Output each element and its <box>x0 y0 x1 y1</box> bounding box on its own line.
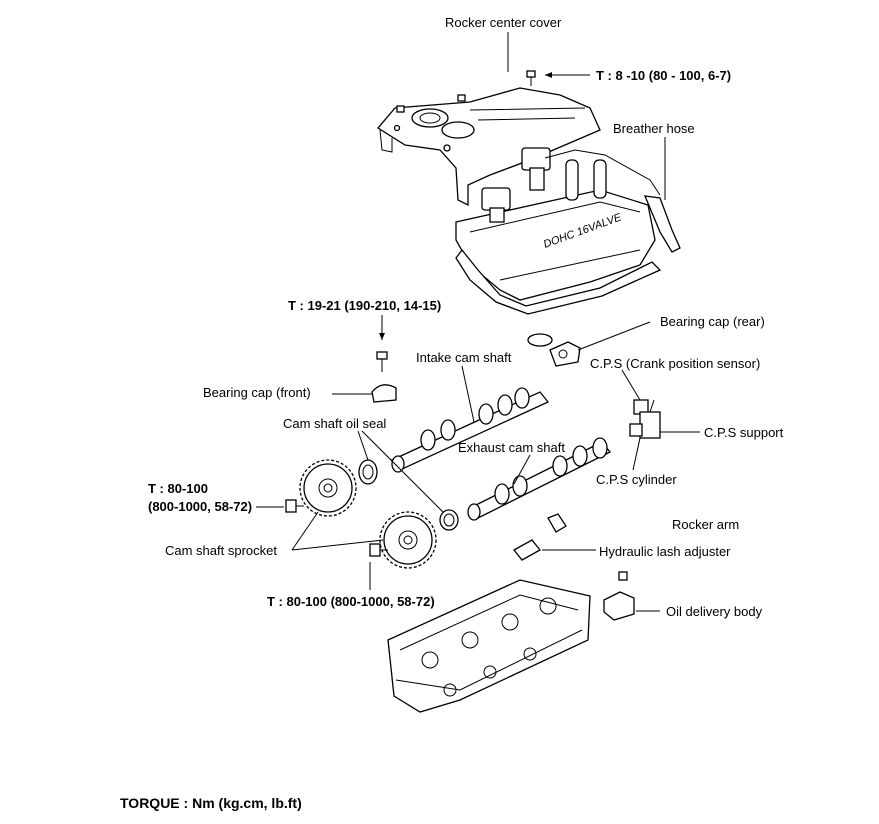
ignition-coil <box>521 147 551 191</box>
label-torque-sprocket-1: T : 80-100 <box>148 481 208 496</box>
cps-assembly <box>629 399 661 439</box>
bearing-cap-rear <box>527 333 581 367</box>
label-bearing-cap-front: Bearing cap (front) <box>203 385 311 400</box>
camshaft-sprocket <box>299 459 357 517</box>
leader-lines <box>256 32 700 612</box>
label-cps: C.P.S (Crank position sensor) <box>590 356 760 371</box>
cover-bolt <box>526 70 536 86</box>
label-exhaust-cam-shaft: Exhaust cam shaft <box>458 440 565 455</box>
bearing-cap-bolt <box>376 351 388 372</box>
label-cps-cylinder: C.P.S cylinder <box>596 472 677 487</box>
sprocket-bolt <box>369 543 388 557</box>
label-torque-bearing-cap: T : 19-21 (190-210, 14-15) <box>288 298 441 313</box>
label-torque-units: TORQUE : Nm (kg.cm, lb.ft) <box>120 795 302 811</box>
label-bearing-cap-rear: Bearing cap (rear) <box>660 314 765 329</box>
breather-hose <box>643 195 681 253</box>
rocker-arm <box>547 513 567 533</box>
ignition-coil <box>481 187 511 223</box>
cylinder-head-cover: DOHC 16VALVE <box>455 189 662 315</box>
label-torque-sprocket-2: (800-1000, 58-72) <box>148 499 252 514</box>
label-breather-hose: Breather hose <box>613 121 695 136</box>
sprocket-bolt <box>285 499 304 513</box>
hydraulic-lash-adjuster <box>513 539 541 561</box>
label-cps-support: C.P.S support <box>704 425 784 440</box>
cylinder-head <box>387 579 591 713</box>
camshaft-oil-seal <box>439 509 459 531</box>
label-cam-shaft-sprocket: Cam shaft sprocket <box>165 543 277 558</box>
cover-bolt <box>396 94 466 113</box>
bearing-cap-front <box>371 384 397 403</box>
label-cam-shaft-oil-seal: Cam shaft oil seal <box>283 416 386 431</box>
label-rocker-arm: Rocker arm <box>672 517 739 532</box>
rocker-center-cover <box>377 87 601 207</box>
camshaft-oil-seal <box>358 459 378 485</box>
label-hydraulic-lash-adjuster: Hydraulic lash adjuster <box>599 544 731 559</box>
oil-delivery-body <box>603 571 635 621</box>
camshaft-sprocket <box>379 511 437 569</box>
label-intake-cam-shaft: Intake cam shaft <box>416 350 512 365</box>
label-torque-sprocket-lower: T : 80-100 (800-1000, 58-72) <box>267 594 435 609</box>
label-torque-cover: T : 8 -10 (80 - 100, 6-7) <box>596 68 731 83</box>
exhaust-camshaft <box>467 437 612 521</box>
label-rocker-center-cover: Rocker center cover <box>445 15 562 30</box>
label-oil-delivery-body: Oil delivery body <box>666 604 763 619</box>
ignition-lead <box>544 149 661 201</box>
intake-camshaft <box>390 387 550 473</box>
